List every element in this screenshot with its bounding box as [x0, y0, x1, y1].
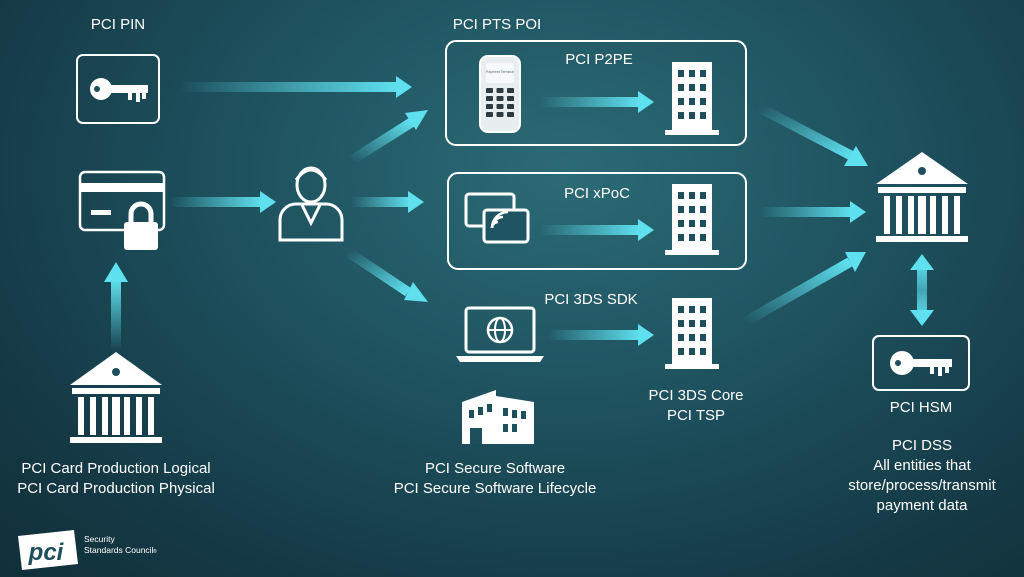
pci-logo-mark: pci Security Standards Council ® [18, 530, 157, 570]
user-icon [278, 166, 344, 242]
label-tsp: PCI TSP [666, 407, 726, 424]
label-pci-hsm: PCI HSM [889, 399, 953, 416]
office-building-icon [665, 62, 719, 135]
arrow-terminal-to-p2pe-building [540, 91, 654, 113]
laptop-globe-icon [456, 306, 544, 362]
pin-key-box [76, 54, 160, 124]
label-pci-pin: PCI PIN [90, 16, 146, 33]
label-pci-pts-poi: PCI PTS POI [452, 16, 542, 33]
pci-ssc-logo: pci Security Standards Council ® [14, 528, 164, 572]
label-card-production: PCI Card Production Logical PCI Card Pro… [17, 459, 215, 499]
bank-icon [876, 152, 968, 242]
arrow-laptop-to-3ds-core [548, 324, 654, 346]
pci-p2pe-box [445, 40, 747, 146]
key-icon [890, 351, 952, 376]
label-pci-dss-line1: All entities that [873, 457, 971, 474]
label-pci-dss: PCI DSS All entities that store/process/… [848, 436, 996, 516]
label-pci-dss-title: PCI DSS [891, 437, 953, 454]
card-lock-icon [78, 170, 166, 250]
software-factory-icon [462, 390, 534, 444]
tap-to-pay-icon [464, 192, 530, 244]
key-icon [90, 78, 148, 102]
arrow-bank-to-card [104, 262, 128, 350]
logo-council-text: Standards Council [84, 545, 154, 555]
arrow-user-to-p2pe [349, 110, 428, 165]
arrow-pin-to-poi [180, 76, 412, 98]
hsm-key-box [872, 335, 970, 391]
arrow-xpoc-to-bank [760, 201, 866, 223]
label-card-production-physical: PCI Card Production Physical [17, 480, 215, 497]
label-pci-xpoc: PCI xPoC [564, 185, 630, 202]
pci-xpoc-box [447, 172, 747, 270]
office-building-icon [665, 298, 719, 369]
logo-registered-mark: ® [153, 548, 157, 555]
label-secure-software: PCI Secure Software PCI Secure Software … [394, 459, 597, 499]
label-3ds-core: PCI 3DS Core [648, 387, 744, 404]
arrow-tap-to-xpoc-building [540, 219, 654, 241]
label-3ds-core-tsp: PCI 3DS Core PCI TSP [648, 386, 743, 426]
pci-logo-text: pci [28, 539, 65, 566]
bank-icon [70, 352, 162, 443]
label-pci-3ds-sdk: PCI 3DS SDK [544, 291, 638, 308]
office-building-icon [665, 184, 719, 255]
arrow-bank-hsm-bidirectional [910, 254, 934, 326]
arrow-p2pe-to-bank [757, 103, 868, 166]
label-card-production-logical: PCI Card Production Logical [21, 460, 211, 477]
logo-security-text: Security [84, 534, 115, 544]
arrow-user-to-sdk [345, 247, 428, 302]
label-secure-software-lifecycle: PCI Secure Software Lifecycle [393, 480, 597, 497]
label-pci-dss-line2: store/process/transmit [848, 477, 996, 494]
terminal-screen-text: Payment Terminal [486, 70, 514, 74]
label-pci-dss-line3: payment data [876, 497, 968, 514]
arrow-3ds-core-to-bank [742, 252, 866, 327]
arrow-card-to-user [170, 191, 276, 213]
arrow-user-to-xpoc [352, 191, 424, 213]
label-pci-p2pe: PCI P2PE [565, 51, 633, 68]
payment-terminal-icon: Payment Terminal [479, 55, 521, 133]
label-secure-software-standard: PCI Secure Software [424, 460, 566, 477]
